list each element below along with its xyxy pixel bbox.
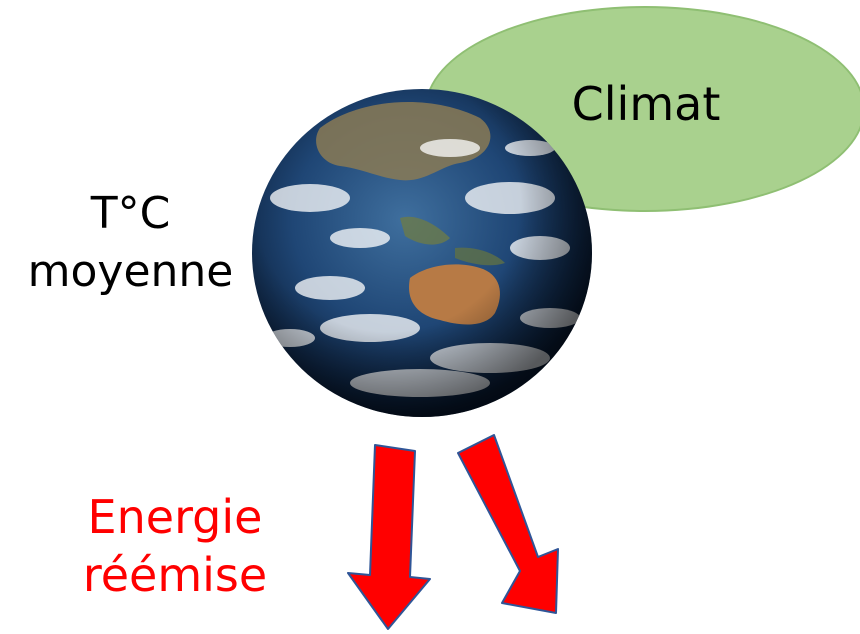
down-arrow-icon xyxy=(457,434,559,614)
reemitted-energy-arrows xyxy=(347,434,559,630)
climate-label: Climat xyxy=(571,77,721,131)
energy-label-line2: réémise xyxy=(82,548,268,602)
energy-label: Energie réémise xyxy=(40,488,310,604)
energy-label-line1: Energie xyxy=(87,490,263,544)
earth-globe-icon xyxy=(252,89,592,417)
temperature-label-line1: T°C xyxy=(90,188,171,239)
down-arrow-icon xyxy=(347,444,431,630)
temperature-label: T°C moyenne xyxy=(8,185,253,301)
temperature-label-line2: moyenne xyxy=(27,246,234,297)
